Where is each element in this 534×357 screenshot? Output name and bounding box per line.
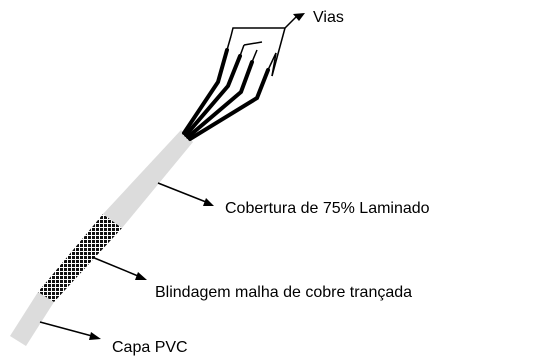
vias-arrowhead — [293, 13, 305, 21]
label-vias: Vias — [313, 9, 344, 26]
capa-arrowhead — [89, 332, 101, 340]
cobertura-arrowhead — [203, 198, 214, 206]
conductor-4 — [188, 68, 270, 141]
cobertura-leader — [157, 182, 207, 203]
pvc-jacket — [10, 292, 54, 346]
conductor-tip-2b — [243, 41, 263, 46]
conductor-tip-2 — [239, 44, 245, 57]
laminated-cover — [103, 130, 193, 228]
conductor-1 — [182, 48, 229, 135]
braided-shield — [38, 214, 122, 302]
vias-bracket — [230, 15, 298, 77]
conductor-tip-1 — [226, 35, 232, 51]
label-capa: Capa PVC — [112, 339, 188, 356]
conductor-2 — [184, 54, 242, 137]
conductors — [182, 48, 270, 141]
capa-leader — [39, 321, 93, 337]
conductor-tips — [226, 35, 277, 71]
conductor-tip-3 — [251, 49, 258, 63]
label-cobertura: Cobertura de 75% Laminado — [225, 200, 430, 217]
vias-bracket-bottom — [271, 52, 277, 77]
conductor-3 — [186, 60, 254, 139]
blindagem-leader — [91, 256, 139, 277]
label-blindagem: Blindagem malha de cobre trançada — [155, 284, 413, 301]
blindagem-arrowhead — [135, 272, 147, 280]
vias-bracket-top — [230, 15, 298, 37]
vias-bracket-side — [271, 27, 286, 77]
conductor-tip-4 — [267, 52, 277, 71]
